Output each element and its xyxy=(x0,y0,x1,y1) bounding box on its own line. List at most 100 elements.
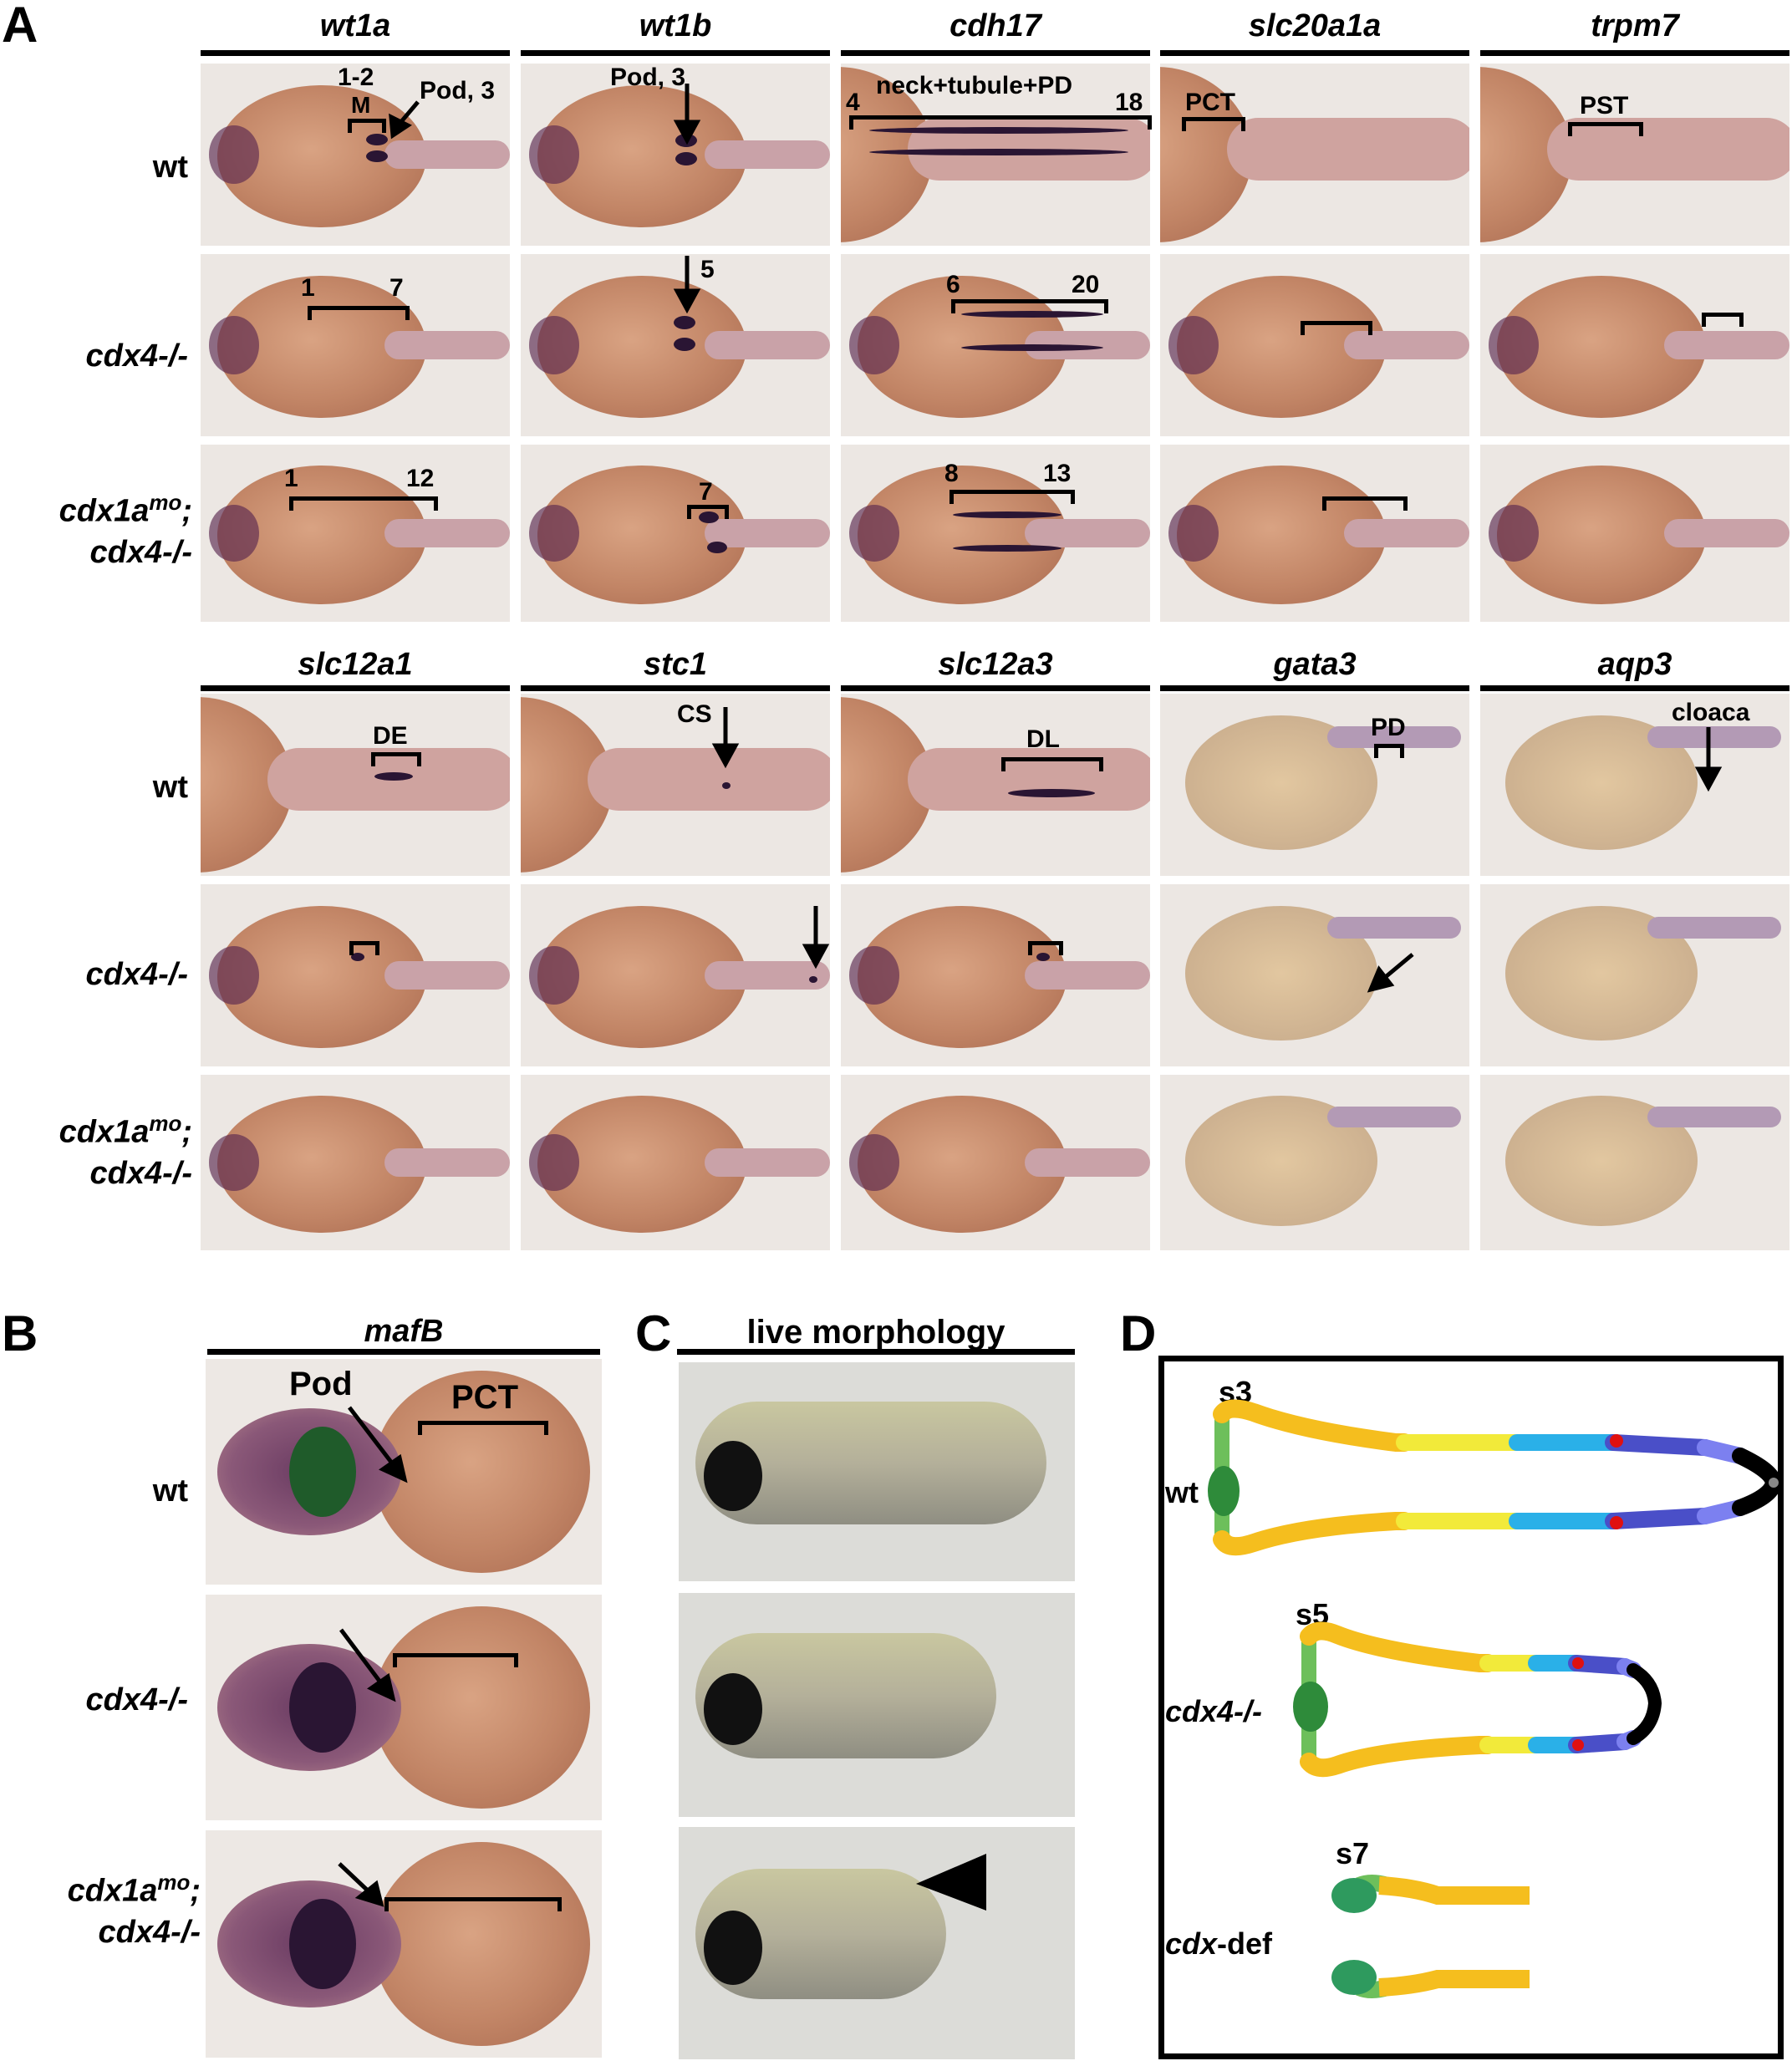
pct-segment xyxy=(1300,1736,1497,1778)
corpuscle-of-stannius xyxy=(1610,1516,1623,1529)
embryo-image xyxy=(841,884,1150,1066)
head-region xyxy=(529,946,579,1005)
annotation-pct: PCT xyxy=(451,1379,518,1416)
podocyte-glomerulus xyxy=(1208,1466,1240,1516)
annotation-bracket xyxy=(1028,941,1063,955)
stain-signal xyxy=(699,511,719,523)
embryo-image xyxy=(1480,254,1789,436)
genotype-label-def-italic: cdx xyxy=(1165,1926,1218,1961)
embryo-tail xyxy=(705,330,830,360)
annotation-bracket xyxy=(393,1653,518,1667)
row-label-double-sep: ; xyxy=(181,493,192,529)
embryo-image xyxy=(201,254,510,436)
gene-header-trpm7: trpm7 xyxy=(1591,8,1679,43)
gene-header-slc20a1a: slc20a1a xyxy=(1248,8,1382,43)
annotation-cs: CS xyxy=(677,700,712,728)
head-region xyxy=(849,505,899,562)
annotation-pd: PD xyxy=(1371,714,1406,741)
eye xyxy=(704,1441,762,1512)
annotation-bracket xyxy=(289,496,438,511)
stain-signal xyxy=(366,134,388,145)
annotation-pst: PST xyxy=(1580,92,1629,120)
annotation-bracket xyxy=(1568,122,1643,136)
embryo-body xyxy=(373,1606,590,1809)
embryo-tail xyxy=(384,519,510,547)
row-label-wt: wt xyxy=(152,150,188,185)
arrowhead xyxy=(711,743,740,769)
embryo-tail xyxy=(1647,1106,1781,1127)
annotation-de: DE xyxy=(373,722,408,750)
annotation-bracket xyxy=(349,941,379,955)
gene-header-bar xyxy=(1160,50,1469,56)
eye xyxy=(704,1911,762,1986)
embryo-image xyxy=(521,445,830,622)
head-region xyxy=(849,1134,899,1191)
embryo-image xyxy=(1480,1075,1789,1250)
arrowhead xyxy=(1367,965,1395,993)
eye xyxy=(704,1673,762,1746)
stain-signal xyxy=(1008,789,1095,797)
pct-segment xyxy=(1213,1399,1413,1452)
panel-label-b: B xyxy=(2,1305,38,1361)
row-label-double-gene: cdx1a xyxy=(59,493,150,529)
head-region xyxy=(209,505,259,562)
panel-label-d: D xyxy=(1120,1305,1157,1361)
head-region xyxy=(209,316,259,374)
cloaca-segment xyxy=(1627,1663,1662,1745)
head-region xyxy=(529,125,579,184)
embryo-tail xyxy=(384,1148,510,1177)
arrow xyxy=(398,100,420,125)
podocyte-glomerulus xyxy=(1293,1682,1328,1732)
arrowhead-marker xyxy=(916,1854,986,1911)
annotation-bracket xyxy=(1374,744,1404,758)
annotation-number: 7 xyxy=(389,274,404,302)
row-label-wt: wt xyxy=(152,770,188,805)
head-region xyxy=(849,316,899,374)
embryo-image xyxy=(521,884,830,1066)
nephron-wt xyxy=(1213,1399,1783,1556)
annotation-bracket xyxy=(949,490,1075,504)
pct-segment xyxy=(1213,1512,1413,1556)
arrow xyxy=(338,1862,371,1894)
head-stain xyxy=(289,1662,356,1753)
annotation-dl: DL xyxy=(1026,725,1060,753)
embryo-tail xyxy=(1025,960,1150,990)
row-label-double-gene2: cdx4-/- xyxy=(89,535,192,571)
row-label-double: cdx1amo; cdx4-/- xyxy=(17,1869,201,1953)
row-label-double-gene2: cdx4-/- xyxy=(89,1156,192,1192)
arrowhead xyxy=(379,1453,408,1483)
embryo-tail xyxy=(1344,330,1469,360)
corpuscle-of-stannius xyxy=(1572,1739,1584,1751)
mafb-embryo-image xyxy=(206,1359,602,1585)
gene-header-mafb: mafB xyxy=(364,1314,444,1349)
embryo-image xyxy=(201,1075,510,1250)
panel-label-a: A xyxy=(2,0,38,53)
row-label-double-sep: ; xyxy=(190,1873,201,1909)
row-label-double-sup: mo xyxy=(149,1111,182,1136)
row-label-double-sep: ; xyxy=(181,1114,192,1150)
stain-signal xyxy=(675,152,697,165)
embryo-image xyxy=(1160,694,1469,876)
embryo-tail xyxy=(1647,917,1781,939)
nephron-cdx-def xyxy=(1356,1875,1530,1998)
embryo-tail xyxy=(705,140,830,170)
annotation-bracket xyxy=(1301,321,1372,335)
embryo-image xyxy=(1160,254,1469,436)
stain-signal xyxy=(869,127,1128,134)
podocyte-glomerulus xyxy=(1331,1878,1377,1913)
gene-header-cdh17: cdh17 xyxy=(949,8,1041,43)
embryo-image xyxy=(1160,445,1469,622)
arrowhead xyxy=(1694,766,1723,792)
live-embryo-image xyxy=(679,1362,1075,1581)
embryo-tail xyxy=(705,1148,830,1177)
row-label-cdx4: cdx4-/- xyxy=(85,957,188,992)
stain-signal xyxy=(869,149,1128,155)
gene-header-bar xyxy=(841,685,1150,691)
embryo-image xyxy=(1480,694,1789,876)
annotation-number: 6 xyxy=(946,271,960,298)
annotation-bracket xyxy=(1322,496,1408,511)
head-region xyxy=(529,505,579,562)
annotation-bracket xyxy=(418,1421,548,1435)
panel-d-frame xyxy=(1158,1356,1784,2059)
dl-segment xyxy=(1605,1434,1713,1456)
